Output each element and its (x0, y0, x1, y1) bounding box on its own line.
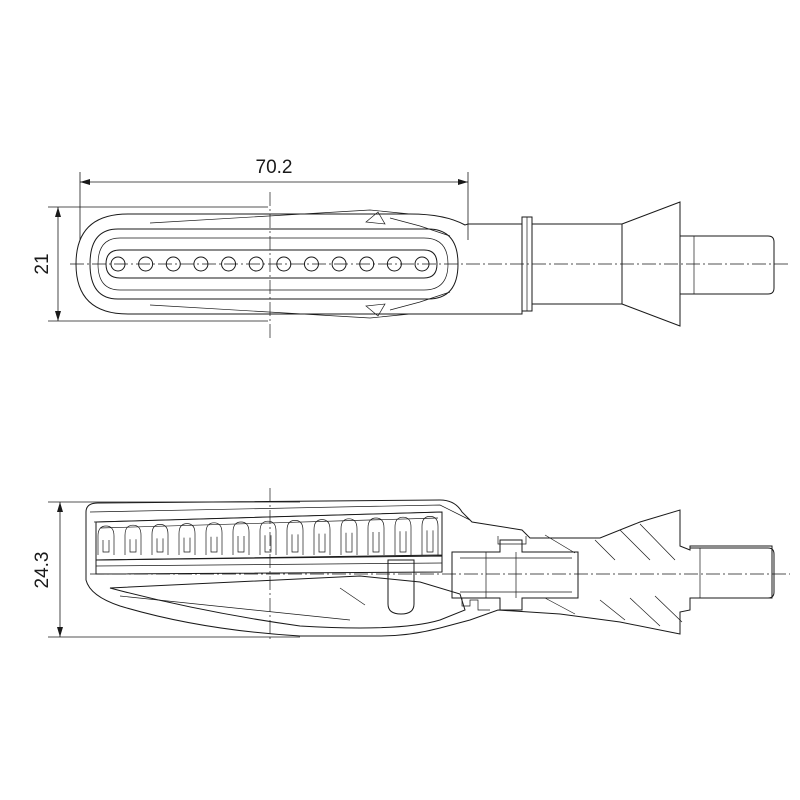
fin-7 (259, 520, 277, 555)
fin-10 (340, 518, 358, 555)
fin-8 (286, 520, 304, 555)
side-housing-outline (85, 499, 773, 637)
height-dimension: 21 (32, 206, 268, 322)
connector-block (451, 539, 579, 611)
side-lens (95, 511, 443, 561)
led-fin-row (97, 516, 439, 555)
fin-5 (205, 522, 223, 555)
led-strip (105, 249, 438, 279)
side-height-dimension: 24.3 (32, 501, 300, 638)
fin-3 (151, 524, 169, 555)
fin-12 (394, 516, 412, 555)
fin-1 (97, 525, 115, 555)
side-height-dimension-label: 24.3 (32, 552, 53, 589)
neck-hatching (544, 523, 683, 627)
fin-2 (124, 524, 142, 555)
mounting-bolt (680, 235, 775, 295)
fin-13 (421, 516, 439, 555)
fin-4 (178, 523, 196, 555)
side-mounting-bolt (690, 547, 775, 599)
cable-plug (387, 559, 415, 615)
fin-11 (367, 517, 385, 555)
fin-6 (232, 521, 250, 555)
height-dimension-label: 21 (32, 253, 53, 274)
top-view: 70.2 21 (32, 157, 790, 340)
width-dimension-label: 70.2 (256, 157, 293, 178)
side-view: 24.3 (32, 488, 790, 642)
width-dimension: 70.2 (79, 157, 469, 240)
fin-9 (313, 519, 331, 555)
